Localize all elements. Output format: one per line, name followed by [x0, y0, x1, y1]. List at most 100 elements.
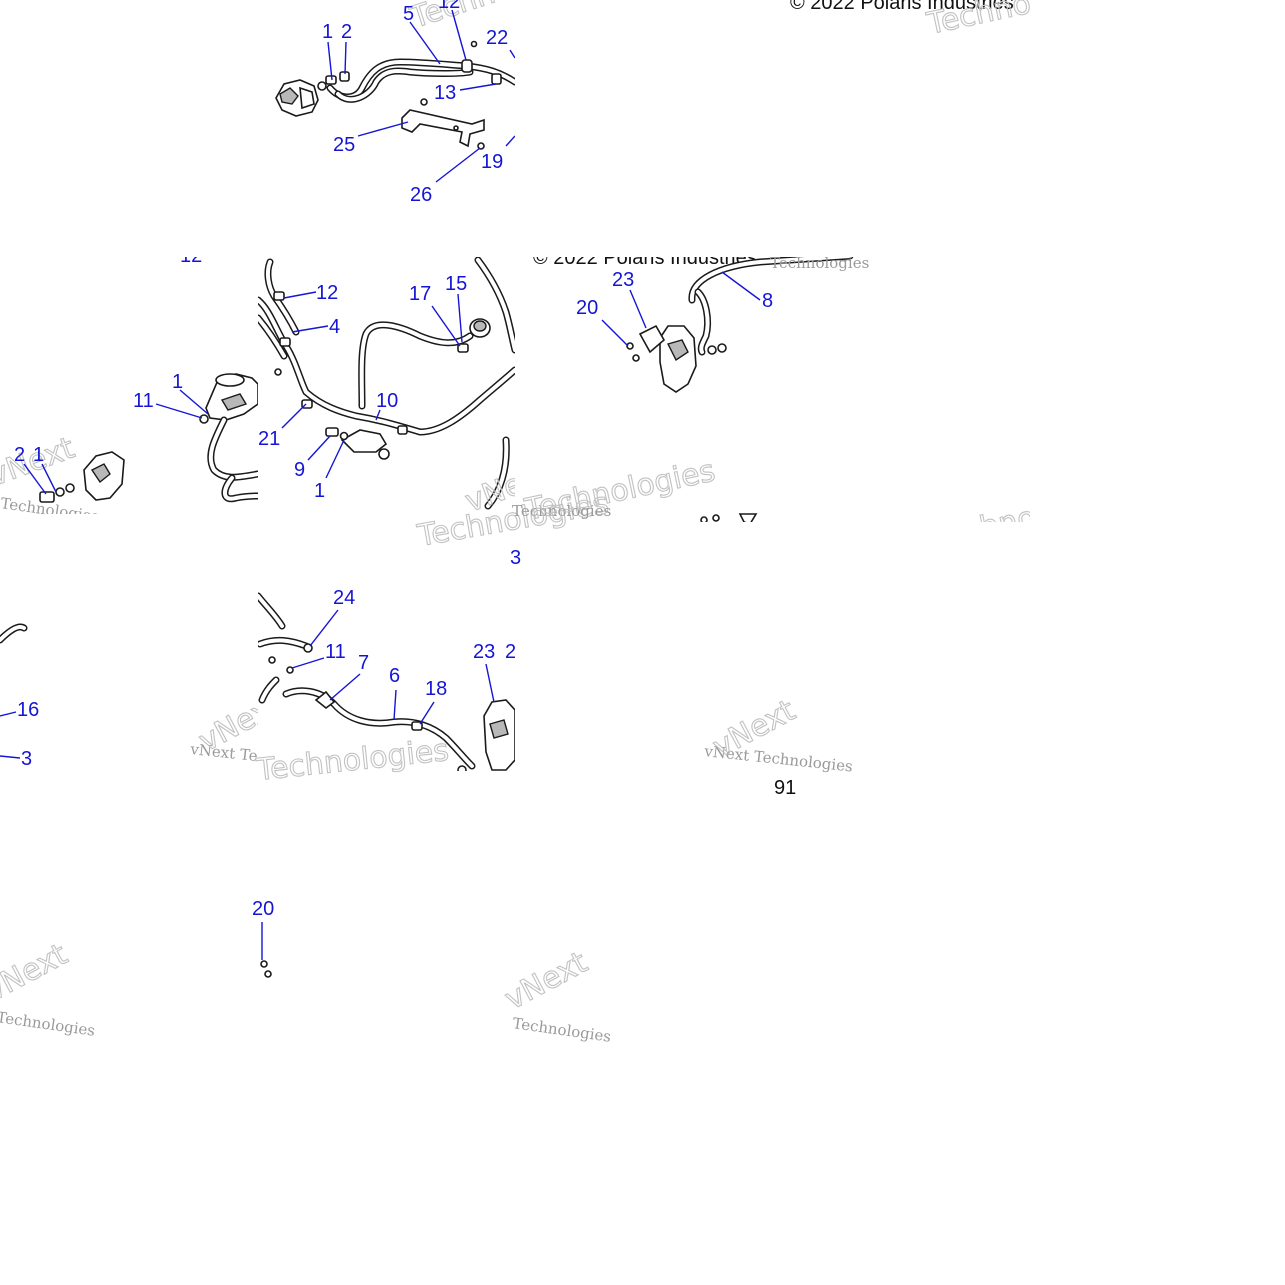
hose-clamp — [273, 291, 285, 301]
right-caliper — [638, 324, 697, 393]
bolt — [286, 666, 294, 674]
bolt — [268, 656, 276, 664]
watermark-text: Technologies — [511, 1014, 612, 1046]
callout-20: 20 — [252, 898, 274, 920]
callout-12: 12 — [316, 282, 338, 304]
callout-12: 12 — [180, 245, 202, 267]
watermark-text: Technologies — [512, 502, 611, 520]
callout-13: 13 — [434, 82, 456, 104]
hose-clamp — [491, 73, 502, 85]
watermark-text: Technologies — [0, 1008, 96, 1040]
callout-3: 3 — [21, 748, 32, 770]
watermark-text: vNext — [183, 171, 277, 243]
bolt — [55, 487, 65, 497]
tile-lower-left: 16 3 vNext Technologies vNext — [0, 623, 258, 771]
callout-18: 18 — [425, 678, 447, 700]
callout-10: 10 — [376, 390, 398, 412]
watermark-text: Technologies — [770, 254, 869, 272]
leader-lines — [601, 271, 761, 347]
bolt — [420, 98, 428, 106]
callout-23: 23 — [612, 269, 634, 291]
callout-21: 21 — [258, 428, 280, 450]
bolt — [632, 354, 640, 362]
watermark-text: Technologies — [928, 482, 1125, 557]
callout-26: 26 — [410, 184, 432, 206]
tile-front-brake-lines: Technologies — [275, 0, 515, 206]
callout-1: 1 — [322, 21, 333, 43]
bolt — [274, 368, 282, 376]
callout-1: 1 — [172, 371, 183, 393]
bolt — [717, 343, 727, 353]
callout-11: 11 — [133, 390, 154, 412]
callout-15: 15 — [445, 273, 467, 295]
bolt — [457, 765, 467, 771]
rear-caliper — [83, 451, 125, 501]
tile-right-caliper: © 2022 Polaris Industries vNext Technolo… — [533, 179, 1125, 557]
hose-clamp — [411, 721, 423, 731]
callout-12: 12 — [438, 0, 460, 13]
hose-clamp — [461, 59, 473, 73]
hose-clamp — [397, 425, 408, 435]
leader-lines — [327, 9, 515, 183]
bolt — [199, 414, 209, 424]
banjo-fitting — [39, 491, 55, 503]
callout-8: 8 — [762, 290, 773, 312]
front-caliper — [275, 79, 319, 117]
callout-19: 19 — [481, 151, 503, 173]
hose-clamp — [279, 337, 291, 347]
watermark-text: vNext — [699, 179, 793, 251]
bolt — [477, 142, 485, 150]
callout-16: 16 — [17, 699, 39, 721]
callout-1: 1 — [314, 480, 325, 502]
reservoir — [469, 318, 491, 338]
leader-lines — [291, 609, 495, 725]
pressure-switch — [325, 427, 390, 460]
bolt — [264, 970, 272, 978]
leader-lines — [0, 711, 21, 759]
callout-3: 3 — [510, 547, 521, 569]
brake-hose — [326, 58, 515, 103]
callout-17: 17 — [409, 283, 431, 305]
callout-25: 25 — [333, 134, 355, 156]
bolt — [626, 342, 634, 350]
diagram-code: C1023 — [965, 519, 1024, 541]
callout-2: 2 — [341, 21, 352, 43]
tile-fragment-bottom: 20 vNext Technologies vNext Technologies — [0, 898, 612, 1046]
watermark-text: Technologies — [521, 454, 718, 529]
bolt — [707, 345, 717, 355]
callout-9: 9 — [294, 459, 305, 481]
watermark-text: Technologies — [923, 0, 1120, 42]
watermark-text: Technologies — [254, 733, 450, 788]
callout-4: 4 — [329, 316, 340, 338]
callout-2: 2 — [505, 641, 516, 663]
tile-lower-middle: 24 11 7 6 18 23 2 — [258, 587, 516, 771]
callout-23: 23 — [473, 641, 495, 663]
caliper-fragment — [700, 513, 758, 522]
copyright-text: © 2022 Polaris Industries — [533, 247, 757, 269]
diagram-code-fragment: 91 — [774, 777, 796, 799]
callout-5: 5 — [403, 3, 414, 25]
hose-clamp — [457, 343, 469, 353]
callout-2: 2 — [14, 444, 25, 466]
callout-22: 22 — [486, 27, 508, 49]
callout-6: 6 — [389, 665, 400, 687]
line-bracket — [401, 109, 485, 148]
copyright-text: © 2022 Polaris Industries — [790, 0, 1014, 14]
bolt — [470, 40, 478, 48]
callout-7: 7 — [358, 652, 369, 674]
tile-rear-brake-lines: 12 4 17 15 10 21 9 1 vNext — [258, 257, 515, 514]
tile-fragment-right: vNext Technologies vNext 91 — [703, 692, 854, 799]
callout-20: 20 — [576, 297, 598, 319]
callout-11: 11 — [325, 641, 346, 663]
callout-24: 24 — [333, 587, 355, 609]
watermark-text: vNext — [499, 945, 593, 1017]
watermark-text: vNext Technologies — [182, 226, 333, 265]
watermark-text: vNext — [0, 937, 73, 1009]
tile-copyright-top: © 2022 Polaris Industries Technologies — [790, 0, 1120, 43]
callout-1: 1 — [33, 444, 44, 466]
hose-clamp — [314, 690, 336, 710]
bolt — [260, 960, 268, 968]
bolt — [65, 483, 75, 493]
rear-caliper-right — [483, 699, 515, 771]
